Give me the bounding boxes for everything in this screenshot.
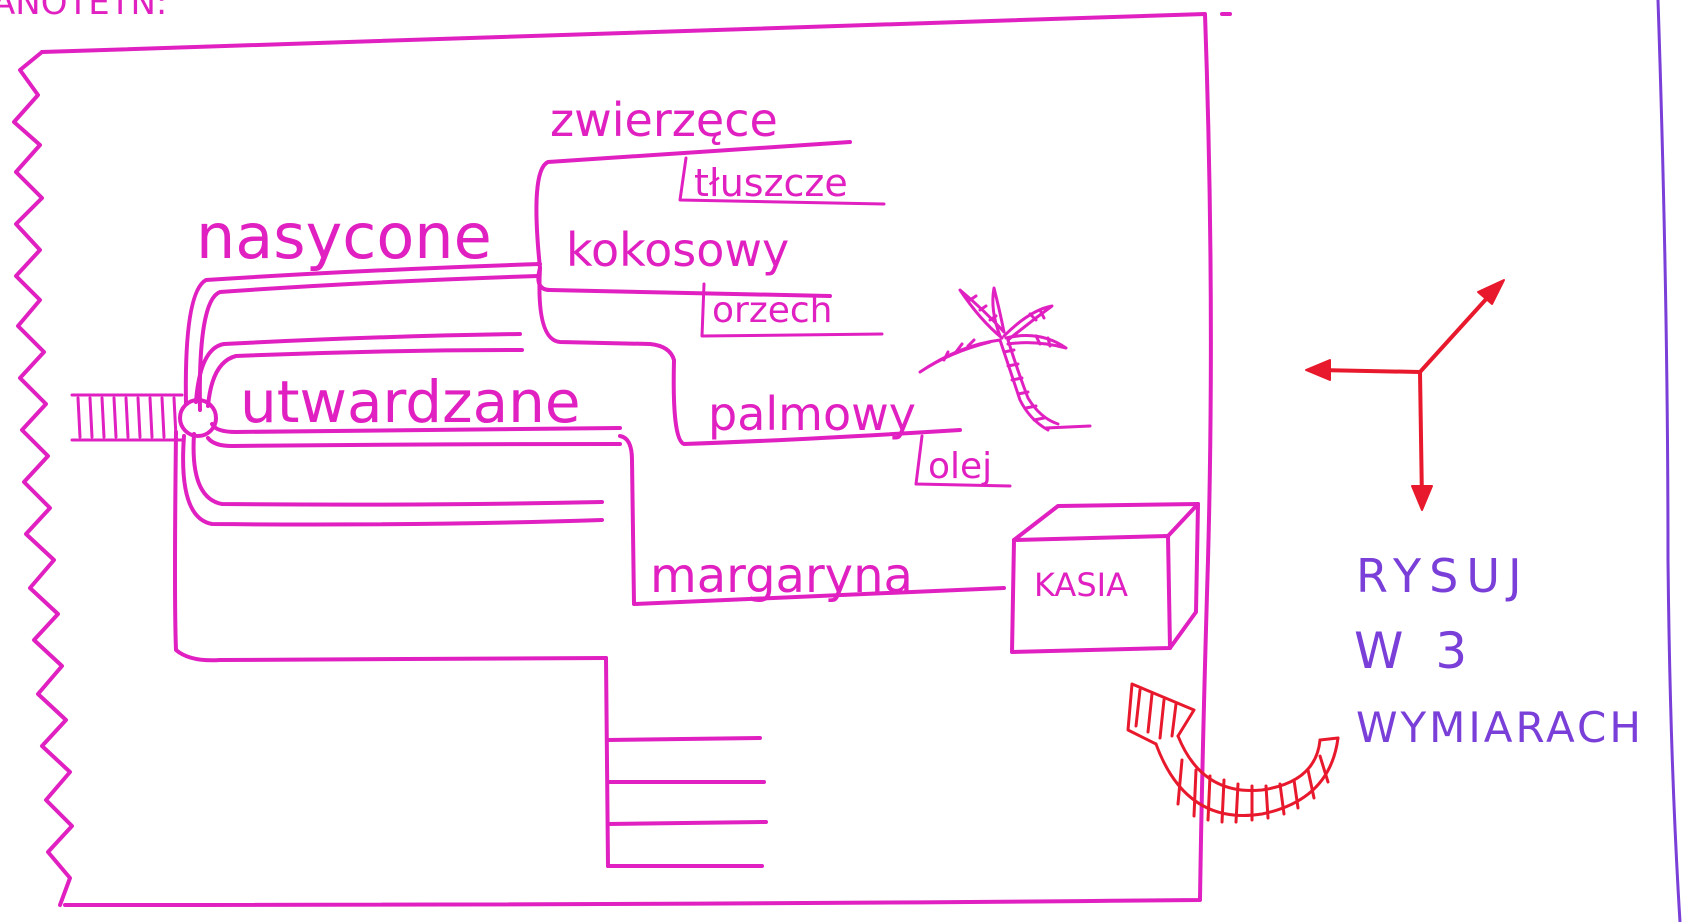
label-tluszcze: tłuszcze <box>694 161 848 205</box>
branch-blank-2 <box>181 432 604 527</box>
left-zigzag-edge <box>12 50 74 907</box>
root-trunk-hatching <box>70 393 184 442</box>
branch-utwardzane <box>206 422 622 448</box>
label-olej: olej <box>928 446 992 487</box>
kasia-box-label: KASIA <box>1034 566 1128 604</box>
nasycone-subbranches <box>534 140 962 446</box>
note-line-2: W 3 <box>1354 622 1475 680</box>
diagram-labels: nasycone zwierzęce tłuszcze kokosowy orz… <box>196 93 992 604</box>
label-zwierzece: zwierzęce <box>550 93 778 147</box>
branch-nasycone <box>183 262 542 412</box>
main-frame <box>40 12 1232 907</box>
kasia-box <box>1010 502 1200 654</box>
note-line-3: WYMIARACH <box>1356 703 1644 752</box>
note-text: RYSUJ W 3 WYMIARACH <box>1354 549 1644 752</box>
header-fragment: ANOTETN: <box>0 0 167 23</box>
page-margin-line <box>1656 0 1682 922</box>
branch-lower <box>173 430 608 663</box>
label-palmowy: palmowy <box>708 387 916 441</box>
curved-arrow-to-box <box>1126 682 1340 824</box>
axes-arrowheads <box>1305 279 1505 511</box>
sub-label-brackets <box>678 156 1012 488</box>
label-kokosowy: kokosowy <box>566 223 789 277</box>
label-nasycone: nasycone <box>196 200 492 273</box>
lower-branch-comb <box>604 656 768 868</box>
branch-blank-1 <box>194 332 524 408</box>
palm-tree-drawing <box>918 286 1092 432</box>
note-line-1: RYSUJ <box>1356 549 1530 603</box>
label-orzech: orzech <box>712 290 832 331</box>
label-margaryna: margaryna <box>650 548 913 604</box>
label-utwardzane: utwardzane <box>240 368 581 436</box>
axes-3d-drawing <box>1316 284 1500 504</box>
utwardzane-subbranch <box>618 434 1006 606</box>
